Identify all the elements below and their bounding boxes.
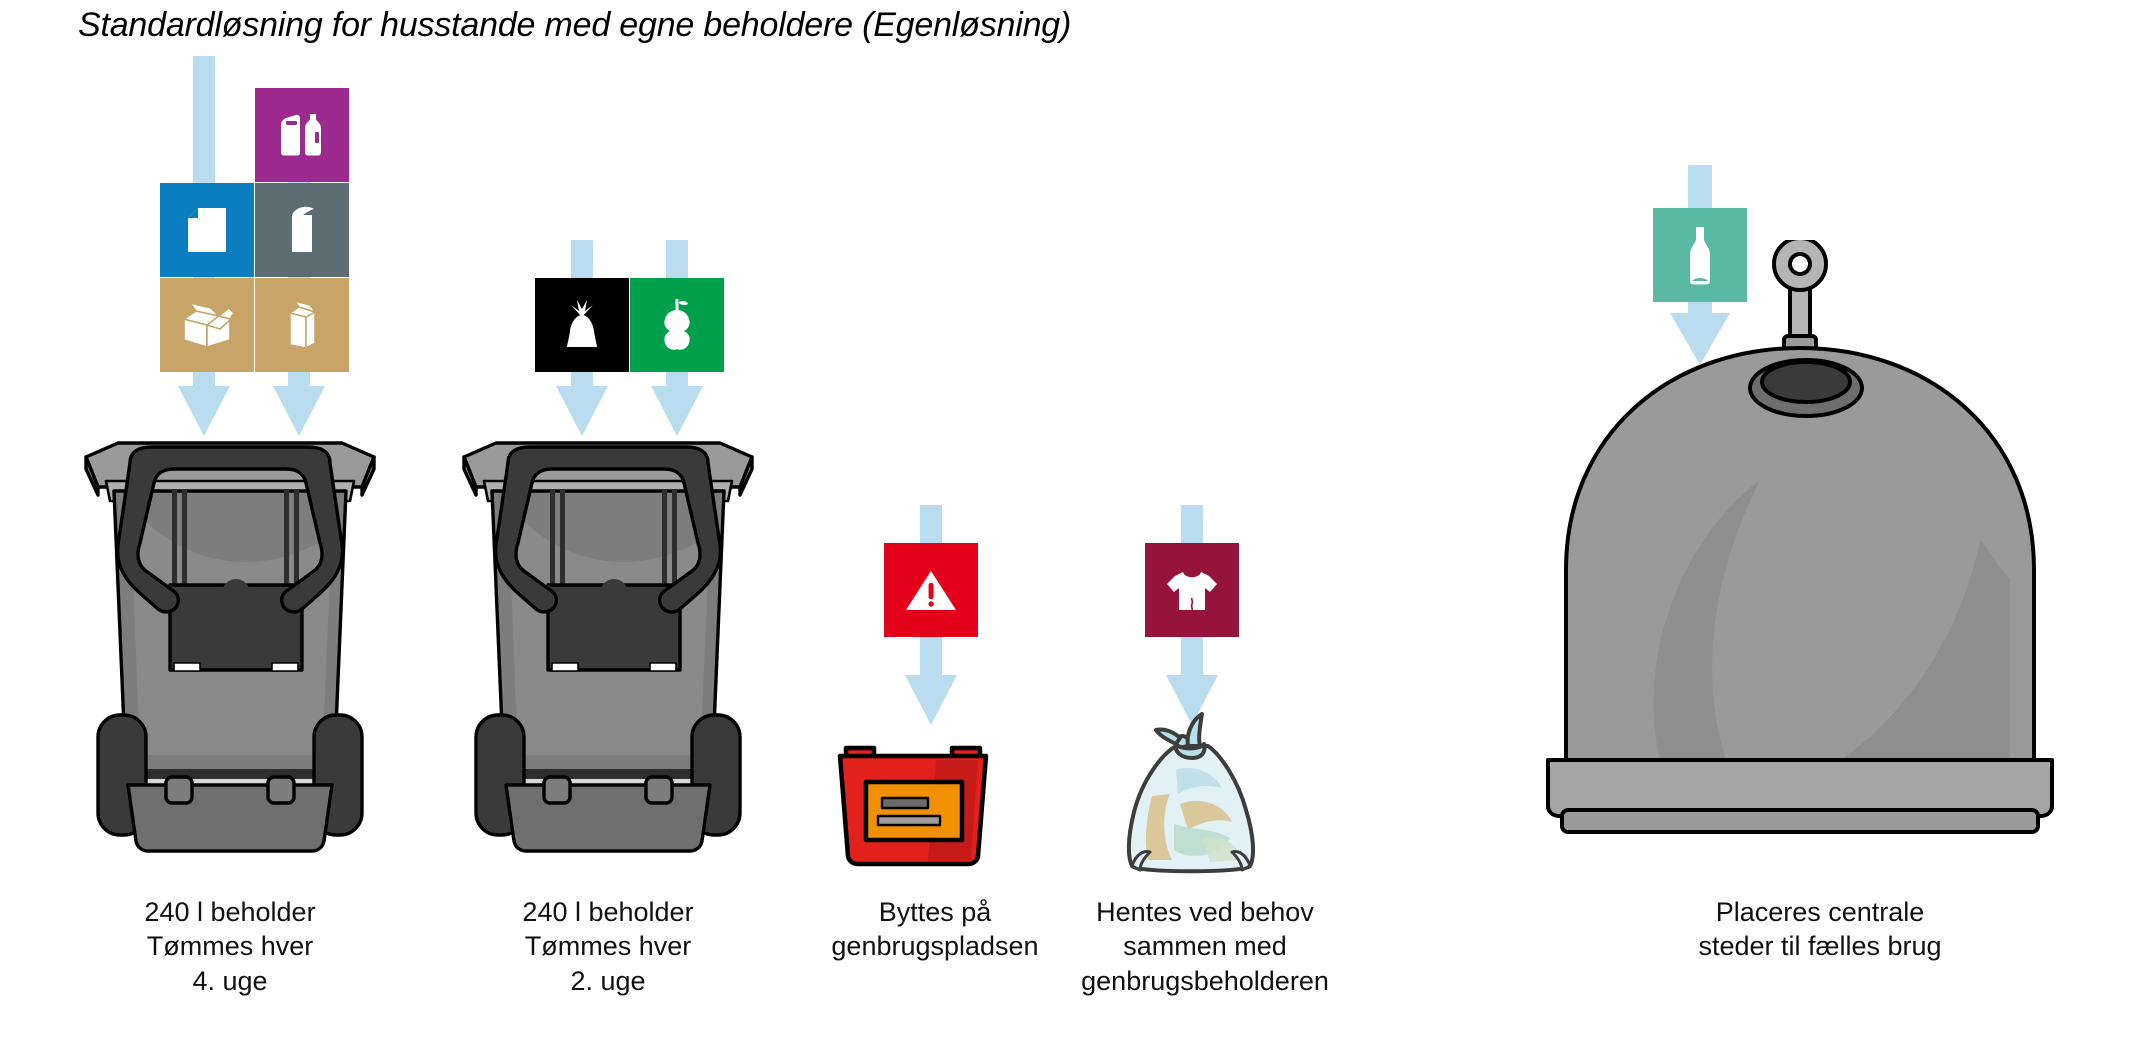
wheelie-bin-residual-food <box>448 425 768 870</box>
fraction-icon-paper <box>160 183 254 277</box>
caption-glass-igloo: Placeres centrale steder til fælles brug <box>1698 897 1942 962</box>
caption-textile-bag: Hentes ved behov sammen med genbrugsbeho… <box>1081 897 1329 996</box>
hazardous-waste-box <box>832 730 1012 880</box>
fraction-icon-metal <box>255 183 349 277</box>
fraction-icon-hazardous <box>884 543 978 637</box>
page-title: Standardløsning for husstande med egne b… <box>78 6 1072 44</box>
fraction-icon-glass <box>1653 208 1747 302</box>
fraction-icon-plastic <box>255 88 349 182</box>
caption-residual-food-bin: 240 l beholder Tømmes hver 2. uge <box>522 897 694 996</box>
wheelie-bin-recyclables <box>70 425 390 870</box>
fraction-icon-carton <box>255 278 349 372</box>
textile-bag <box>1118 700 1268 880</box>
fraction-icon-cardboard <box>160 278 254 372</box>
caption-recyclables-bin: 240 l beholder Tømmes hver 4. uge <box>144 897 316 996</box>
glass-igloo-container <box>1540 240 2060 880</box>
fraction-icon-food <box>630 278 724 372</box>
fraction-icon-textile <box>1145 543 1239 637</box>
caption-hazardous-box: Byttes på genbrugspladsen <box>831 897 1039 962</box>
fraction-icon-residual <box>535 278 629 372</box>
